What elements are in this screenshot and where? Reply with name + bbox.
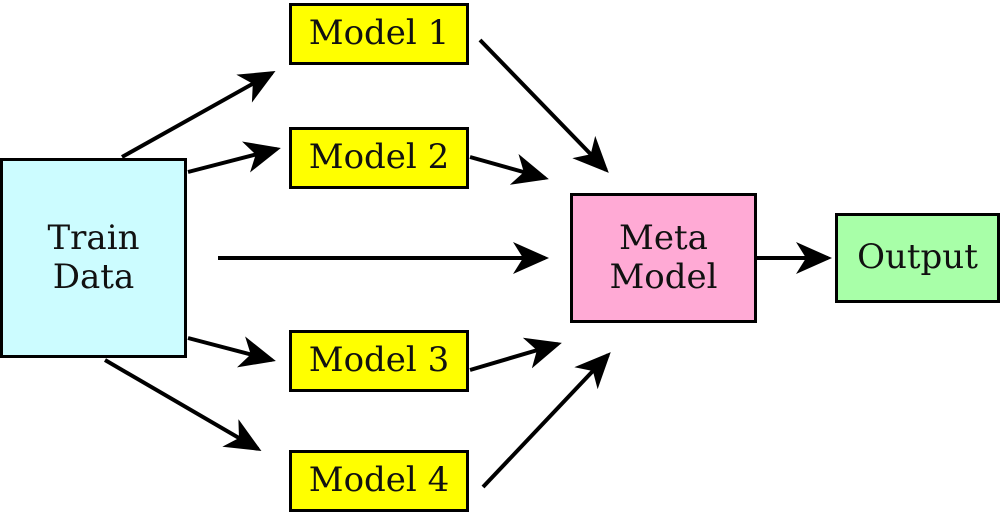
train-data-label-line-2: Data — [52, 257, 135, 297]
output-box: Output — [835, 213, 1000, 303]
train-data-box: Train Data — [0, 158, 187, 358]
meta-model-label-line-1: Meta — [619, 217, 708, 258]
model-3-box: Model 3 — [289, 330, 469, 392]
meta-model-label-line-2: Model — [609, 257, 718, 297]
arrow-train-to-model-3 — [187, 336, 276, 368]
arrow-train-to-model-4 — [103, 358, 262, 452]
train-data-label-line-1: Train — [47, 217, 140, 258]
arrow-model-2-to-meta-model — [469, 153, 549, 185]
model-2-box: Model 2 — [289, 127, 469, 189]
arrow-model-1-to-meta-model — [478, 38, 609, 173]
arrow-model-3-to-meta-model — [469, 337, 562, 372]
arrow-train-to-model-2 — [187, 141, 281, 174]
model-3-label: Model 3 — [308, 340, 450, 381]
model-1-label: Model 1 — [308, 13, 450, 54]
model-1-box: Model 1 — [289, 3, 469, 65]
meta-model-box: Meta Model — [570, 193, 757, 323]
arrow-train-to-model-1 — [121, 71, 276, 159]
model-4-box: Model 4 — [289, 450, 469, 512]
model-4-label: Model 4 — [308, 460, 450, 501]
output-label: Output — [857, 237, 978, 278]
arrow-model-4-to-meta-model — [481, 352, 611, 489]
model-2-label: Model 2 — [308, 137, 450, 178]
